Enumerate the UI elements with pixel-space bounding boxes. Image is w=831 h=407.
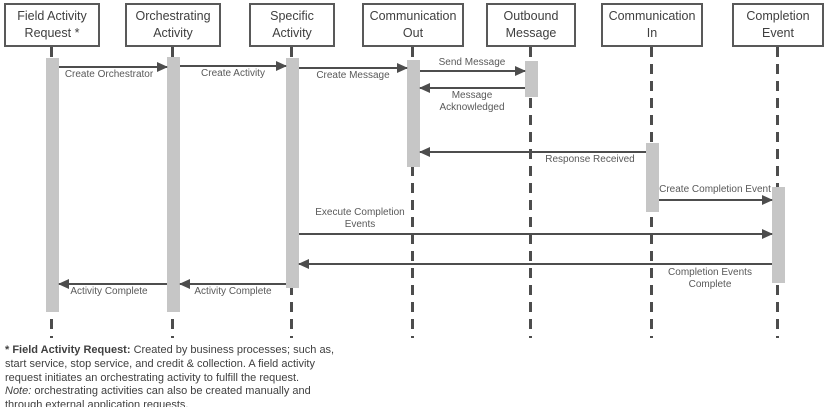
arrowhead-right-icon (397, 63, 408, 73)
message-label-create-message: Create Message (316, 70, 390, 81)
activation-bar-communication-out (407, 60, 420, 167)
message-label-create-completion-event: Create Completion Event (659, 184, 771, 195)
footnote-text: orchestrating activities can also be cre… (31, 385, 311, 398)
activation-bar-outbound-message (525, 61, 538, 97)
message-label-create-orchestrator: Create Orchestrator (64, 69, 154, 80)
activation-bar-communication-in (646, 143, 659, 212)
footnote-text: request initiates an orchestrating activ… (5, 371, 300, 384)
message-label-create-activity: Create Activity (201, 68, 265, 79)
message-label-response-received: Response Received (545, 154, 635, 165)
arrowhead-right-icon (515, 66, 526, 76)
arrowhead-right-icon (762, 195, 773, 205)
actor-box-communication-in: Communication In (601, 3, 703, 47)
activation-bar-field-activity-request (46, 58, 59, 312)
message-arrow-send-message (420, 66, 526, 76)
arrowhead-left-icon (419, 147, 430, 157)
actor-box-specific-activity: Specific Activity (249, 3, 335, 47)
activation-bar-completion-event (772, 187, 785, 283)
footnote-text: start service, stop service, and credit … (5, 357, 315, 370)
message-arrow-create-message (299, 63, 408, 73)
arrowhead-left-icon (419, 83, 430, 93)
actor-label: Specific Activity (270, 8, 314, 41)
message-arrow-response-received (419, 147, 646, 157)
message-arrow-activity-complete-1 (179, 279, 286, 289)
arrowhead-right-icon (157, 62, 168, 72)
arrowhead-left-icon (58, 279, 69, 289)
footnote-note-label: Note: (5, 385, 32, 398)
message-arrow-create-activity (180, 61, 287, 71)
arrowhead-left-icon (298, 259, 309, 269)
arrowhead-left-icon (179, 279, 190, 289)
footnote-line: request initiates an orchestrating activ… (5, 372, 334, 386)
message-label-activity-complete-2: Activity Complete (70, 286, 148, 297)
lifeline-communication-out (411, 47, 414, 338)
message-label-send-message: Send Message (438, 57, 506, 68)
message-arrow-execute-completion-events (299, 229, 773, 239)
message-arrow-completion-events-complete (298, 259, 772, 269)
actor-label: Communication In (608, 8, 696, 41)
footnote: * Field Activity Request: Created by bus… (5, 344, 334, 407)
footnote-line: * Field Activity Request: Created by bus… (5, 344, 334, 358)
message-label-message-acknowledged: Message Acknowledged (439, 90, 505, 113)
message-arrow-create-orchestrator (59, 62, 168, 72)
activation-bar-orchestrating-activity (167, 57, 180, 312)
message-arrow-activity-complete-2 (58, 279, 167, 289)
footnote-line: start service, stop service, and credit … (5, 358, 334, 372)
footnote-text: through external application requests. (5, 399, 189, 407)
lifeline-outbound-message (529, 47, 532, 338)
actor-box-field-activity-request: Field Activity Request * (4, 3, 100, 47)
actor-label: Outbound Message (503, 8, 559, 41)
actor-label: Communication Out (369, 8, 457, 41)
arrowhead-right-icon (762, 229, 773, 239)
actor-box-orchestrating-activity: Orchestrating Activity (125, 3, 221, 47)
message-label-activity-complete-1: Activity Complete (194, 286, 272, 297)
activation-bar-specific-activity (286, 58, 299, 288)
footnote-text: Created by business processes; such as, (130, 344, 335, 356)
arrowhead-right-icon (276, 61, 287, 71)
footnote-bold-label: * Field Activity Request: (5, 344, 131, 356)
actor-label: Orchestrating Activity (135, 8, 211, 41)
actor-box-communication-out: Communication Out (362, 3, 464, 47)
message-label-completion-events-complete: Completion Events Complete (668, 267, 752, 290)
actor-box-completion-event: Completion Event (732, 3, 824, 47)
actor-box-outbound-message: Outbound Message (486, 3, 576, 47)
footnote-line: through external application requests. (5, 399, 334, 407)
message-arrow-create-completion-event (659, 195, 773, 205)
message-arrow-message-acknowledged (419, 83, 525, 93)
footnote-line: Note: orchestrating activities can also … (5, 385, 334, 399)
actor-label: Field Activity Request * (17, 8, 87, 41)
message-label-execute-completion-events: Execute Completion Events (315, 207, 405, 230)
actor-label: Completion Event (746, 8, 810, 41)
